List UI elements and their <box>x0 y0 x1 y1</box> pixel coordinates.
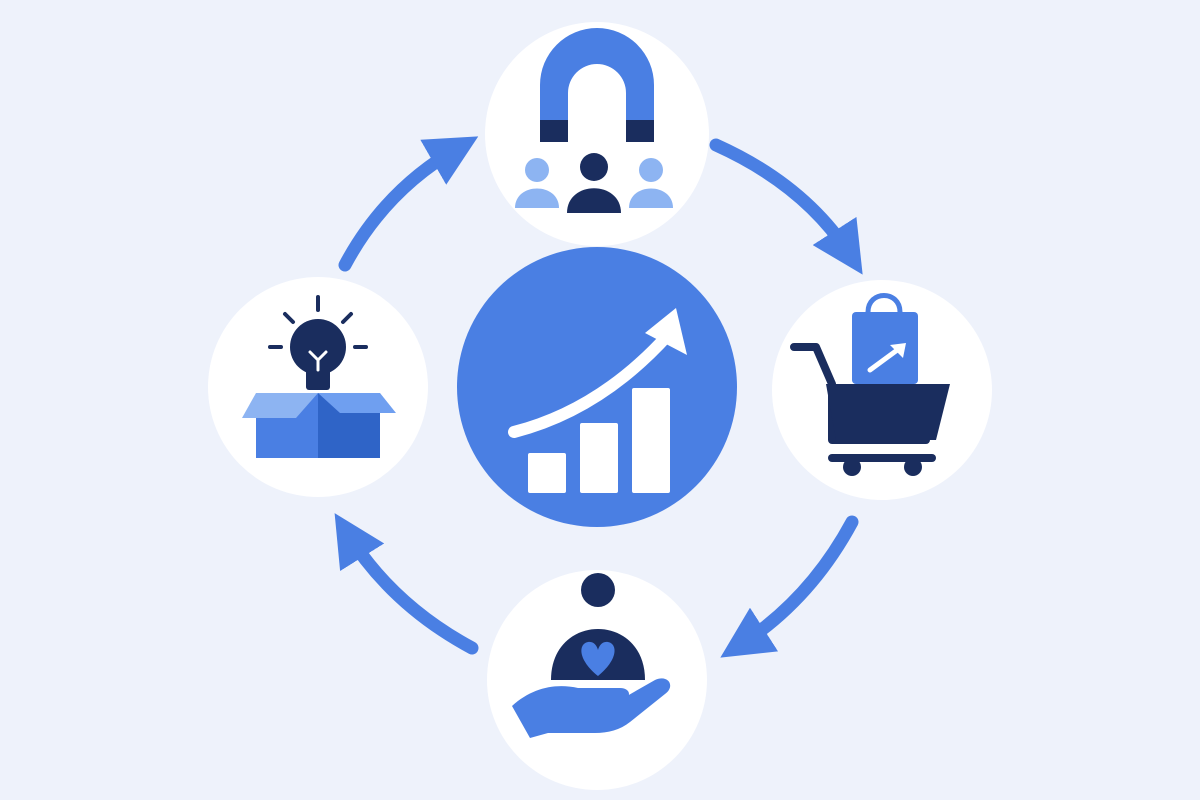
cycle-arrows <box>334 136 863 658</box>
customer-care-icon <box>512 573 671 738</box>
arrow-left-to-top <box>338 136 479 272</box>
node-care <box>487 570 707 790</box>
magnet-audience-icon <box>515 28 673 213</box>
growth-chart-icon <box>508 308 687 493</box>
arrow-right-to-bottom <box>720 515 859 658</box>
node-innovate <box>208 277 428 497</box>
arrow-bottom-to-left <box>334 513 479 655</box>
arrow-top-to-right <box>709 138 863 275</box>
idea-box-icon <box>242 295 396 458</box>
node-attract <box>485 22 709 246</box>
shopping-cart-icon <box>790 293 950 476</box>
node-purchase <box>772 280 992 500</box>
center-node <box>457 247 737 527</box>
